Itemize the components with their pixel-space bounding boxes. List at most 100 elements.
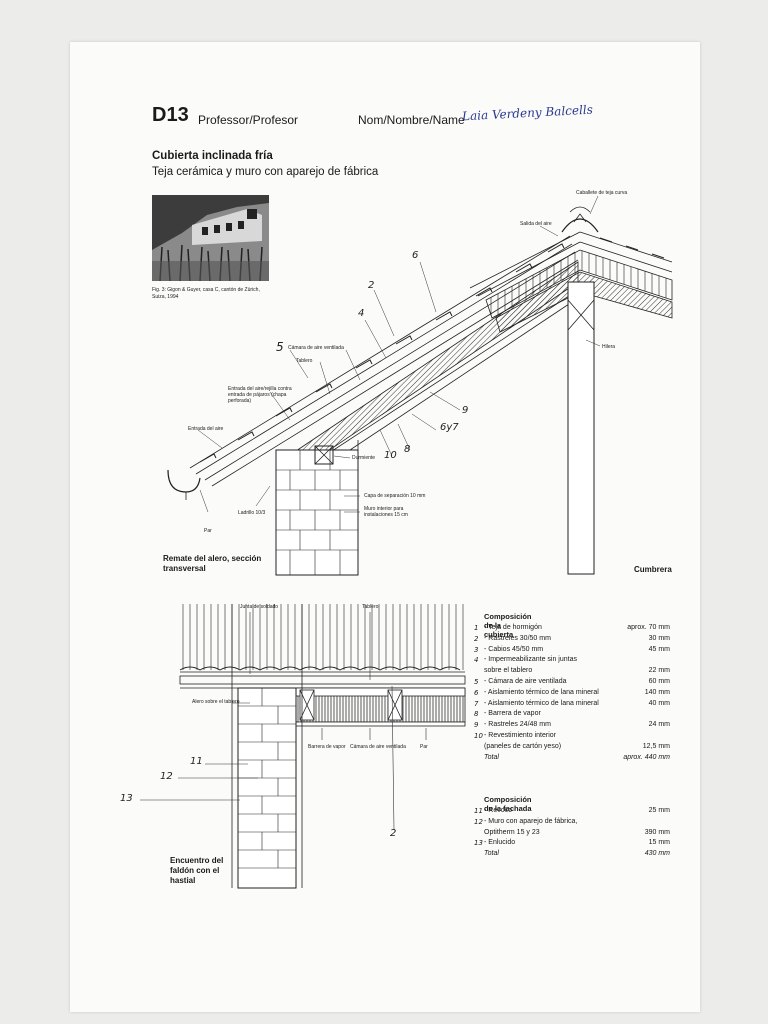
roof-row: 7 - Aislamiento térmico de lana mineral 40… [474,699,670,710]
layer-label: - Rastreles 24/48 mm [484,721,551,729]
handwritten-item-number: 6 [474,688,479,697]
layer-label: - Cabios 45/50 mm [484,645,544,653]
handwritten-item-number: 1 [474,624,479,632]
facade-row: Total 430 mm [478,850,670,860]
layer-label: Total [484,753,499,761]
layer-label: - Impermeabilizante sin juntas [484,656,577,664]
label-tablero-2: Tablero [362,604,379,610]
label-camara-aire: Cámara de aire ventilada [288,345,344,351]
roof-row: 9 - Rastreles 24/48 mm 24 mm [474,721,670,731]
layer-thickness: 15 mm [648,839,670,847]
roof-row: sobre el tablero 22 mm [478,667,670,677]
layer-thickness: 12,5 mm [642,742,670,750]
label-tablero: Tablero [296,358,313,364]
handwritten-item-number: 2 [474,634,479,643]
layer-label: - Muro con aparejo de fábrica, [484,817,578,825]
layer-thickness: 60 mm [648,678,670,685]
label-entrada-rejilla: Entrada del aire/rejilla contra entrada … [228,386,292,404]
layer-label: sobre el tablero [484,667,533,675]
layer-thickness: 30 mm [648,634,670,642]
label-par-2: Par [420,744,428,750]
professor-label: Professor/Profesor [198,113,299,127]
label-junta-soldado: Junta de soldado [240,604,279,610]
layer-label: - Aislamiento térmico de lana mineral [484,688,599,696]
layer-label: - Barrera de vapor [484,710,541,718]
handwritten-number-6y7: 6y7 [440,422,459,433]
label-camara-aire-2: Cámara de aire ventilada [350,744,406,750]
roof-row: 1 - Teja de hormigón aprox. 70 mm [474,624,670,634]
handwritten-item-number: 7 [474,699,479,708]
ridge-section-drawing [469,206,673,575]
eave-section-caption: Remate del alero, sección transversal [163,554,262,573]
facade-composition-title: Composición de la fachada [484,795,532,813]
label-caballete: Caballete de teja curva [576,190,628,196]
facade-row: 11- Revoco 25 mm [474,807,670,817]
facade-row: 13- Enlucido 15 mm [474,839,670,849]
layer-label: - Enlucido [484,839,516,847]
document-title: Cubierta inclinada fría [152,150,273,162]
handwritten-item-number: 11 [474,807,483,815]
gable-section-caption: Encuentro del faldón con el hastial [170,856,224,885]
layer-label: - Teja de hormigón [484,624,542,631]
handwritten-number-12: 12 [160,771,173,782]
layer-thickness: 40 mm [648,699,670,707]
handwritten-item-number: 9 [474,721,479,730]
layer-label: - Aislamiento térmico de lana mineral [484,699,599,707]
building-photo [152,195,269,281]
roof-row: 4- Impermeabilizante sin juntas [474,656,670,666]
handwritten-item-number: 3 [474,645,479,654]
label-salida-aire: Salida del aire [520,221,552,227]
roof-composition-title: Composición de la cubierta [484,612,532,639]
label-capa-separacion: Capa de separación 10 mm [364,493,426,499]
layer-label: - Cámara de aire ventilada [484,678,567,685]
document-subtitle: Teja cerámica y muro con aparejo de fábr… [152,166,379,178]
handwritten-item-number: 12 [474,817,483,826]
layer-label: - Revestimiento interior [484,732,556,739]
layer-thickness: 25 mm [648,807,670,814]
gable-section-drawing [179,604,466,889]
handwritten-item-number: 13 [474,839,483,848]
roof-row: 3 - Cabios 45/50 mm 45 mm [474,645,670,656]
roof-row: (paneles de cartón yeso) 12,5 mm [478,743,670,753]
label-barrera-vapor: Barrera de vapor [308,744,346,750]
layer-label: (paneles de cartón yeso) [484,742,562,750]
layer-thickness: 45 mm [648,645,670,653]
label-alero-tablero: Alero sobre el tablero [192,699,240,705]
ridge-caption: Cumbrera [634,565,672,574]
photo-caption: Fig. 3: Gigon & Guyer, casa C, cantón de… [152,287,260,300]
handwritten-number-6: 6 [412,250,419,261]
handwritten-number-9: 9 [462,405,469,416]
handwritten-number-8: 8 [404,444,411,455]
handwritten-number-5: 5 [276,340,284,354]
layer-label: - Rastreles 30/50 mm [484,634,551,642]
roof-row: 5 - Cámara de aire ventilada 60 mm [474,678,670,688]
handwritten-number-2b: 2 [390,828,397,839]
roof-row: 10- Revestimiento interior [474,732,670,742]
layer-thickness: 22 mm [648,667,670,675]
label-ladrillo: Ladrillo 10/3 [238,510,266,516]
handwritten-item-number: 5 [474,678,479,686]
layer-label: - Revoco [484,807,513,814]
layer-thickness: aprox. 70 mm [627,624,670,631]
handwritten-number-4: 4 [358,308,365,319]
handwritten-number-11: 11 [190,756,203,767]
layer-thickness: 24 mm [648,721,670,729]
label-par: Par [204,528,212,534]
layer-thickness: 390 mm [644,828,670,836]
label-hilera: Hilera [602,344,616,350]
handwritten-item-number: 10 [474,732,483,740]
handwritten-number-2: 2 [368,280,375,291]
layer-thickness: 430 mm [644,850,670,858]
layer-label: Optitherm 15 y 23 [484,828,540,836]
name-label: Nom/Nombre/Name [358,113,465,127]
sheet-code: D13 [152,104,189,126]
handwritten-number-13: 13 [120,793,133,804]
facade-row: 12- Muro con aparejo de fábrica, [474,817,670,828]
roof-row: 2 - Rastreles 30/50 mm 30 mm [474,634,670,645]
layer-label: Total [484,850,499,858]
label-muro-interior: Muro interior para instalaciones 15 cm [364,506,408,518]
roof-row: 8- Barrera de vapor [474,710,670,720]
